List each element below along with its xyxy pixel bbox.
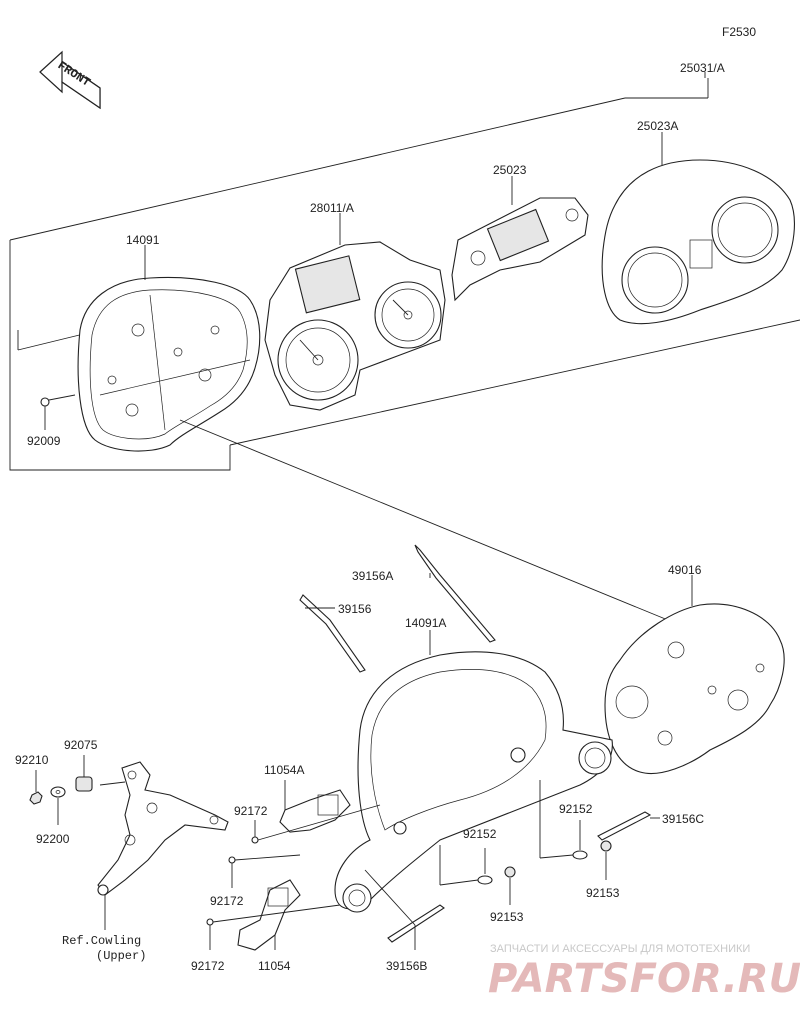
front-arrow-icon: FRONT: [39, 50, 101, 110]
label-39156C: 39156C: [662, 812, 704, 826]
small-brackets: [206, 780, 381, 951]
label-92153-right: 92153: [586, 886, 620, 900]
watermark-subtitle: ЗАПЧАСТИ И АКСЕССУАРЫ ДЛЯ МОТОТЕХНИКИ: [490, 943, 750, 955]
label-25023: 25023: [493, 163, 527, 177]
ref-note-line2: (Upper): [96, 949, 146, 963]
label-92172-upper: 92172: [234, 804, 268, 818]
trim-strip-39156C: [597, 811, 660, 841]
label-25023A: 25023A: [637, 119, 678, 133]
label-92152-right: 92152: [559, 802, 593, 816]
meter-case-14091: [77, 276, 261, 452]
label-92009: 92009: [27, 434, 61, 448]
label-92153-left: 92153: [490, 910, 524, 924]
mount-bracket: [97, 761, 229, 930]
label-11054: 11054: [258, 959, 291, 973]
label-14091A: 14091A: [405, 616, 446, 630]
label-11054A: 11054A: [264, 763, 304, 777]
gasket-49016: [604, 575, 785, 774]
meter-cover-25023A: [601, 159, 795, 325]
diagram-code: F2530: [722, 25, 756, 39]
meter-unit-28011: [264, 241, 446, 411]
watermark-logo: PARTSFOR.RU: [488, 956, 800, 1002]
label-92172-middle: 92172: [210, 894, 244, 908]
trim-strips: [299, 544, 496, 673]
label-39156B: 39156B: [386, 959, 427, 973]
label-92200: 92200: [36, 832, 70, 846]
fasteners-right: [439, 780, 612, 905]
label-92075: 92075: [64, 738, 98, 752]
meter-housing-14091A: [334, 630, 613, 913]
label-14091: 14091: [126, 233, 160, 247]
label-49016: 49016: [668, 563, 702, 577]
leader-lines-upper: [144, 72, 706, 626]
display-panel-25023: [451, 197, 589, 302]
label-25031A: 25031/A: [680, 61, 725, 75]
label-92172-lower: 92172: [191, 959, 225, 973]
fasteners-left: [29, 755, 93, 825]
trim-strip-39156B: [364, 869, 445, 950]
label-39156A: 39156A: [352, 569, 393, 583]
label-39156: 39156: [338, 602, 372, 616]
label-92210: 92210: [15, 753, 49, 767]
ref-note-line1: Ref.Cowling: [62, 934, 141, 948]
screw-92009: [40, 394, 76, 430]
label-28011A: 28011/A: [310, 201, 354, 215]
label-92152-left: 92152: [463, 827, 497, 841]
